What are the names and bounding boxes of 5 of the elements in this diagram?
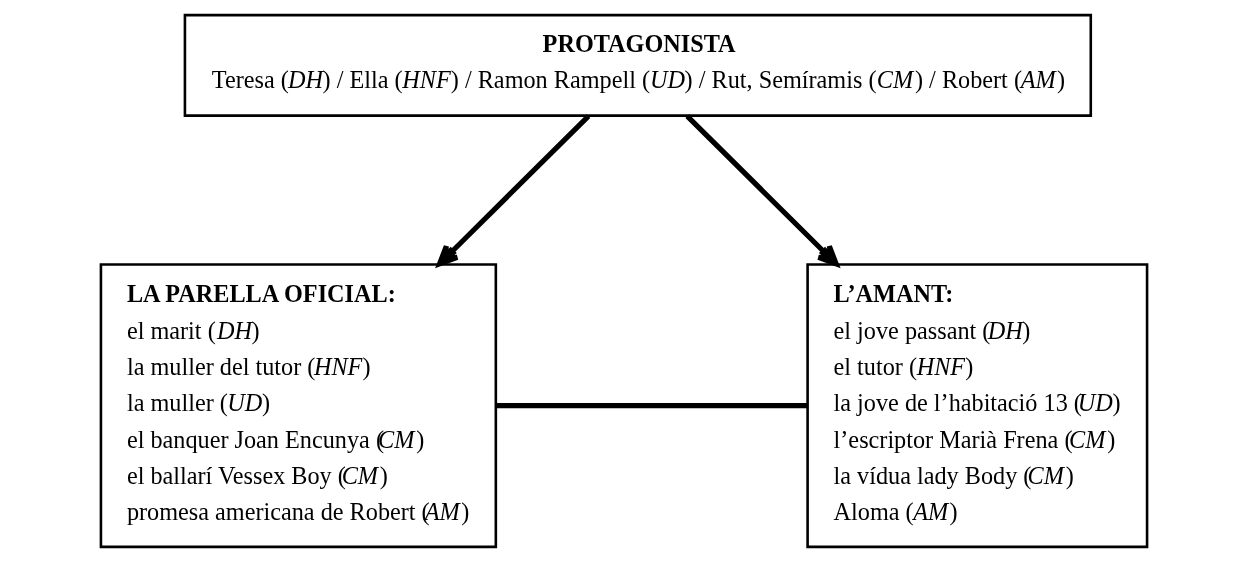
arrow [684, 114, 839, 267]
node-box: L’AMANT: el jove passant (DH) el tutor (HNF) la jove de l’habitació 13 (UD) l’escriptor Marià Frena (CM) la vídua lady Body (CM) Aloma (AM) [805, 263, 1148, 549]
connector [495, 403, 807, 409]
arrow [436, 114, 590, 267]
node-box: PROTAGONISTA Teresa (DH) / Ella (HNF) / Ramon Rampell (UD) / Rut, Semíramis (CM) / Robert (AM) [183, 13, 1092, 117]
